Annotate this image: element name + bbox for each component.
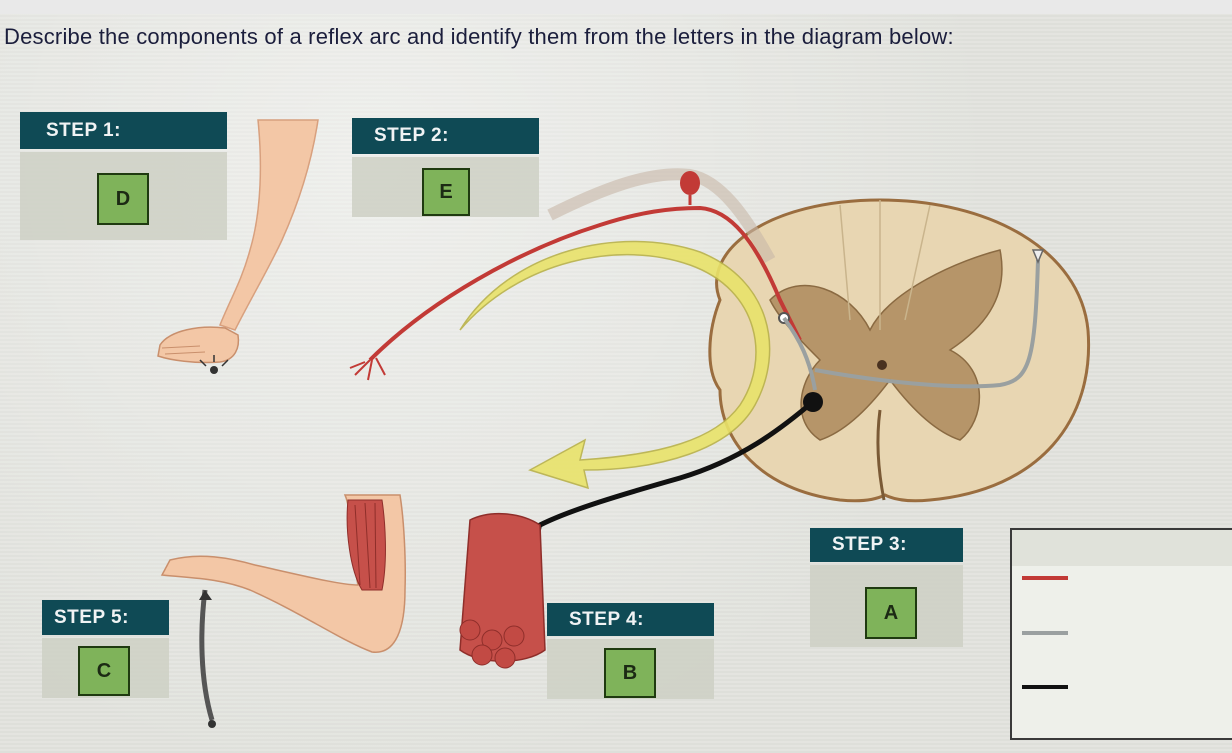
legend-sensory-line — [1022, 576, 1068, 580]
step-5-header: STEP 5: — [42, 600, 169, 635]
question-prompt: Describe the components of a reflex arc … — [4, 24, 954, 49]
legend-motor-line — [1022, 685, 1068, 689]
step-1-header: STEP 1: — [20, 112, 227, 149]
step-4-label: STEP 4: — [569, 608, 644, 630]
spinal-cord-cross-section — [708, 198, 1091, 503]
step-5-label: STEP 5: — [54, 606, 129, 628]
muscle-fiber-bundle-icon — [459, 512, 546, 669]
step-1-label: STEP 1: — [46, 119, 121, 141]
letter-tile-a[interactable]: A — [865, 587, 917, 639]
step-3-header: STEP 3: — [810, 528, 963, 562]
letter-tile-c[interactable]: C — [78, 646, 130, 696]
sensory-neuron — [349, 168, 802, 381]
step-3-label: STEP 3: — [832, 534, 907, 555]
letter-tile-e[interactable]: E — [422, 168, 470, 216]
flexed-arm-icon — [160, 494, 406, 728]
arm-with-hand-icon — [157, 119, 319, 374]
legend-interneuron-line — [1022, 631, 1068, 635]
signal-direction-arrow-icon — [459, 240, 771, 490]
letter-tile-d[interactable]: D — [97, 173, 149, 225]
step-2-header: STEP 2: — [352, 118, 539, 154]
step-2-label: STEP 2: — [374, 125, 449, 146]
top-bar — [0, 0, 1232, 14]
letter-tile-b[interactable]: B — [604, 648, 656, 698]
step-4-header: STEP 4: — [547, 603, 714, 636]
legend-header-band — [1012, 530, 1232, 566]
interneuron — [782, 249, 1045, 391]
legend-box — [1010, 528, 1232, 740]
